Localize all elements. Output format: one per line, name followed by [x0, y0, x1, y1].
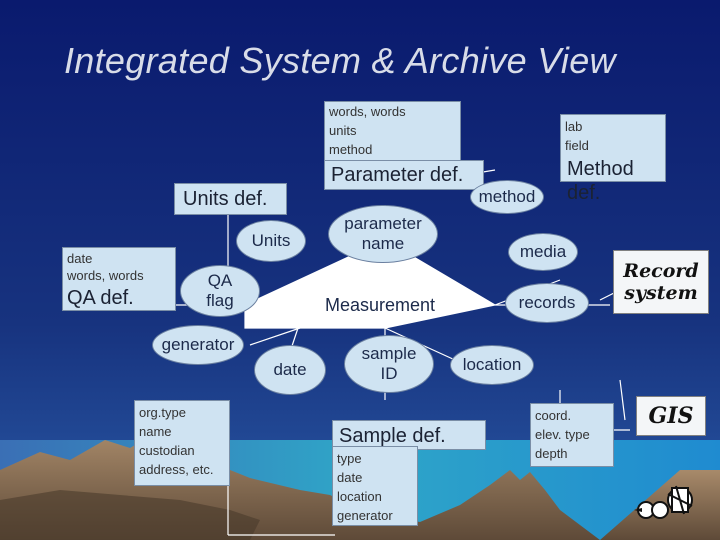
node-sample-id: sample ID — [344, 335, 434, 393]
units-def-label: Units def. — [174, 183, 287, 215]
method-fields-box: lab field Method def. — [560, 114, 666, 204]
qa-def-box: date words, words QA def. — [62, 247, 176, 311]
method-def-label: Method def. — [567, 158, 634, 204]
parameter-fields-box: words, words units method — [324, 101, 461, 162]
method-field: lab — [565, 119, 583, 134]
parameter-field: method — [329, 142, 373, 157]
node-media: media — [508, 233, 578, 271]
node-generator: generator — [152, 325, 244, 365]
qa-def-label: QA def. — [67, 287, 134, 309]
node-date: date — [254, 345, 326, 395]
method-field: field — [565, 138, 589, 153]
node-measurement: Measurement — [280, 280, 480, 330]
org-field: name — [139, 424, 172, 439]
page-title: Integrated System & Archive View — [64, 40, 616, 81]
coord-field: coord. — [535, 408, 572, 423]
node-units: Units — [236, 220, 306, 262]
org-fields-box: org.type name custodian address, etc. — [134, 400, 230, 486]
sample-field: location — [337, 489, 382, 504]
sample-field: generator — [337, 508, 393, 523]
record-system-badge: Record system — [613, 250, 709, 314]
org-field: org.type — [139, 405, 186, 420]
org-field: custodian — [139, 443, 195, 458]
node-records: records — [505, 283, 589, 323]
node-location: location — [450, 345, 534, 385]
parameter-field: words, words — [329, 104, 406, 119]
sample-field: type — [337, 451, 362, 466]
node-method: method — [470, 180, 544, 214]
node-parameter-name: parameter name — [328, 205, 438, 263]
org-field: address, etc. — [139, 462, 214, 477]
node-qa-flag: QA flag — [180, 265, 260, 317]
coord-fields-box: coord. elev. type depth — [530, 403, 614, 467]
gis-badge: GIS — [636, 396, 706, 436]
parameter-field: units — [329, 123, 357, 138]
measurement-label: Measurement — [324, 295, 436, 315]
sample-fields-box: type date location generator — [332, 446, 418, 526]
parameter-def-label: Parameter def. — [324, 160, 484, 190]
sample-field: date — [337, 470, 363, 485]
qa-field: words, words — [67, 268, 144, 283]
coord-field: depth — [535, 446, 568, 461]
qa-field: date — [67, 251, 93, 266]
coord-field: elev. type — [535, 427, 590, 442]
cyclist-icon — [634, 485, 693, 519]
